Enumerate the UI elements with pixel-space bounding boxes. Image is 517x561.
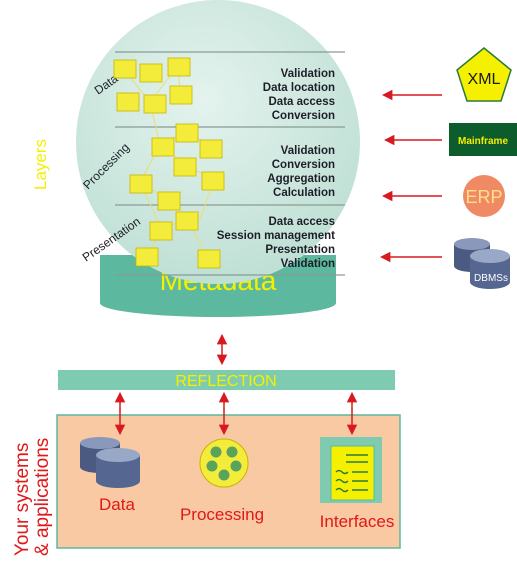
- reflection-bar: REFLECTION: [58, 370, 395, 390]
- systems-side-label: Your systems & applications: [12, 438, 53, 556]
- xml-pentagon-icon: [456, 47, 512, 102]
- processing-label: Processing: [180, 505, 264, 524]
- erp-label: ERP: [465, 187, 502, 207]
- interface-screen-icon: [320, 437, 382, 503]
- table-network: [113, 57, 225, 269]
- layer-item: Data location: [263, 82, 335, 94]
- table-icon: [199, 139, 223, 159]
- table-icon: [135, 247, 159, 267]
- layer-item: Aggregation: [267, 173, 335, 185]
- table-icon: [129, 174, 153, 194]
- layer-item: Conversion: [272, 110, 335, 122]
- layer-item: Validation: [281, 258, 335, 270]
- mainframe-box-icon: [449, 123, 517, 156]
- reflection-label: REFLECTION: [175, 373, 276, 390]
- layer-item: Validation: [281, 68, 335, 80]
- layer-dividers: [115, 51, 345, 276]
- layer-item: Data access: [269, 96, 336, 108]
- source-arrows: [379, 89, 442, 263]
- table-icon: [201, 171, 225, 191]
- dbms-source: DBMSs: [454, 238, 510, 289]
- system-arrows: [114, 391, 358, 436]
- side-label-line1: Your systems: [12, 443, 33, 556]
- table-icon: [167, 57, 191, 77]
- table-icon: [113, 59, 137, 79]
- layer-item: Validation: [281, 145, 335, 157]
- table-icon: [197, 249, 221, 269]
- processing-circle-icon: [199, 438, 249, 488]
- mainframe-label: Mainframe: [458, 136, 508, 147]
- mainframe-source: Mainframe: [449, 123, 517, 156]
- table-icon: [143, 94, 167, 114]
- xml-source: XML: [456, 47, 512, 102]
- table-icon: [175, 211, 199, 231]
- interfaces-label: Interfaces: [320, 512, 395, 531]
- table-icon: [149, 221, 173, 241]
- erp-source: ERP: [463, 175, 505, 217]
- layer-item: Calculation: [273, 187, 335, 199]
- data-label: Data: [99, 495, 135, 514]
- table-icon: [139, 63, 163, 83]
- data-system: Data: [80, 437, 140, 514]
- layer-item: Presentation: [265, 244, 335, 256]
- dbms-label: DBMSs: [474, 273, 508, 284]
- xml-label: XML: [468, 71, 501, 88]
- erp-circle-icon: [463, 175, 505, 217]
- table-icon: [151, 137, 175, 157]
- interfaces-system: Interfaces: [320, 437, 395, 531]
- layer-items: Validation Data location Data access Con…: [217, 68, 335, 270]
- table-icon: [116, 92, 140, 112]
- table-icon: [175, 123, 199, 143]
- side-label-line2: & applications: [32, 438, 53, 556]
- database-cylinder-icon: [96, 448, 140, 488]
- table-icon: [173, 157, 197, 177]
- layer-item: Session management: [217, 230, 335, 242]
- table-icon: [157, 191, 181, 211]
- layer-item: Conversion: [272, 159, 335, 171]
- table-icon: [169, 85, 193, 105]
- layers-title: Layers: [31, 139, 50, 190]
- database-cylinder-icon: [470, 249, 510, 289]
- layer-item: Data access: [269, 216, 336, 228]
- processing-system: Processing: [180, 438, 264, 524]
